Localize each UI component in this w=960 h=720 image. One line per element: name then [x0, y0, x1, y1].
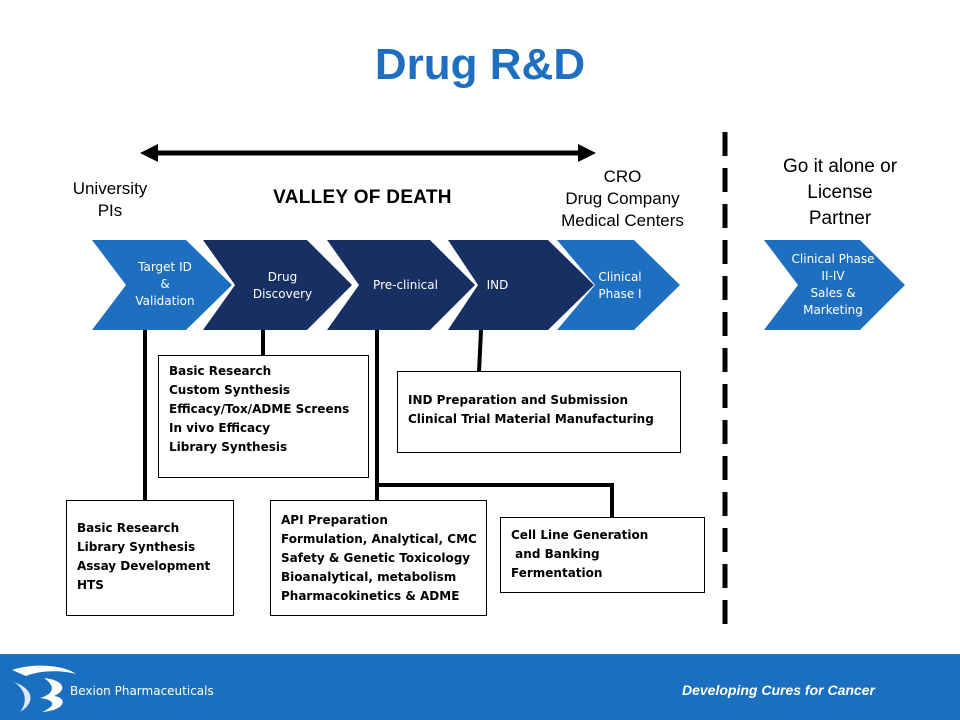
valley-arrow-left-head — [140, 144, 158, 162]
bexion-logo-icon — [12, 665, 76, 712]
stage-target-id-label: Target ID&Validation — [135, 260, 195, 308]
chevron-drug-discovery — [203, 240, 352, 330]
chevron-clinical-phase-1 — [557, 240, 680, 330]
connector-ind — [477, 329, 483, 373]
chevron-target-id — [92, 240, 232, 330]
chevron-preclinical — [327, 240, 475, 330]
page-title: Drug R&D — [374, 40, 586, 89]
company-tagline: Developing Cures for Cancer — [682, 682, 875, 698]
valley-of-death-label: VALLEY OF DEATH — [273, 187, 452, 208]
footer-bar: Bexion Pharmaceuticals Developing Cures … — [0, 654, 960, 720]
chevron-ind — [448, 240, 594, 330]
valley-arrow-right-head — [578, 144, 596, 162]
company-name: Bexion Pharmaceuticals — [70, 684, 214, 698]
stage-ind-label: IND — [486, 278, 509, 292]
chevron-clinical-phase-2-4 — [764, 240, 905, 330]
stage-preclinical-label: Pre-clinical — [373, 278, 438, 292]
flow-diagram — [92, 132, 905, 634]
